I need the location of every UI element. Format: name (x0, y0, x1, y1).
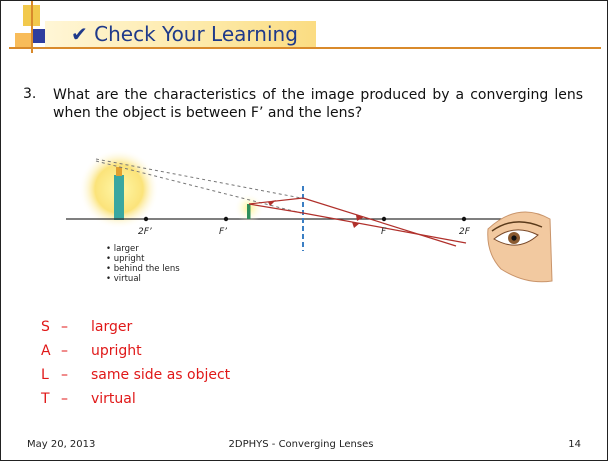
decor-square-blue (31, 29, 45, 43)
ray-refracted-focal (302, 197, 457, 247)
point-2f (461, 216, 467, 222)
lens-diagram: 2F’ F’ F 2F • larger • upright • behind … (66, 149, 553, 284)
slide-title-text: Check Your Learning (94, 22, 298, 46)
question-number: 3. (23, 86, 37, 102)
diagram-note-1: • larger (106, 244, 139, 254)
slide-title: ✔ Check Your Learning (71, 22, 298, 46)
point-fprime (223, 216, 229, 222)
ray-arrow-1 (268, 200, 276, 206)
diagram-note-4: • virtual (106, 274, 141, 284)
answer-text: upright (91, 343, 142, 359)
point-f (381, 216, 387, 222)
virtual-image-candle-top (116, 167, 122, 176)
answer-letter: T (41, 391, 50, 407)
diagram-note-3: • behind the lens (106, 264, 180, 274)
answer-text: virtual (91, 391, 136, 407)
answer-dash: – (61, 343, 68, 359)
answer-dash: – (61, 367, 68, 383)
virtual-ray-2 (95, 160, 302, 214)
footer-date: May 20, 2013 (27, 439, 96, 450)
answer-text: same side as object (91, 367, 231, 383)
diagram-note-2: • upright (106, 254, 145, 264)
answer-row: S– larger (41, 319, 230, 343)
answer-letter: A (41, 343, 51, 359)
answer-dash: – (61, 319, 68, 335)
decor-square-orange (15, 33, 31, 49)
answer-row: L– same side as object (41, 367, 230, 391)
footer-page-number: 14 (568, 439, 581, 450)
object-candle (247, 204, 251, 219)
answer-row: A– upright (41, 343, 230, 367)
ray-arrow-3 (352, 222, 360, 228)
title-rule-horizontal (9, 47, 601, 49)
label-2f: 2F (459, 227, 471, 237)
virtual-ray-1 (95, 158, 302, 199)
footer-course: 2DPHYS - Converging Lenses (228, 439, 374, 450)
salt-answers: S–larger A–upright L–same side as object… (41, 319, 230, 415)
answer-letter: S (41, 319, 50, 335)
question-text: What are the characteristics of the imag… (53, 87, 583, 121)
label-f: F (381, 227, 387, 237)
answer-letter: L (41, 367, 49, 383)
answer-text: larger (91, 319, 133, 335)
answer-row: T– virtual (41, 391, 230, 415)
point-2fprime (143, 216, 149, 222)
title-bar (45, 21, 316, 47)
title-rule-vertical (31, 1, 33, 53)
answer-dash: – (61, 391, 68, 407)
eye-illustration (487, 211, 553, 283)
ray-center-continued (302, 212, 467, 244)
ray-arrow-2 (356, 215, 364, 221)
label-fprime: F’ (219, 227, 227, 237)
check-icon: ✔ (71, 22, 88, 46)
ray-through-center (248, 203, 304, 214)
ray-parallel (248, 197, 304, 205)
virtual-image-candle (114, 175, 124, 220)
label-2fprime: 2F’ (138, 227, 152, 237)
